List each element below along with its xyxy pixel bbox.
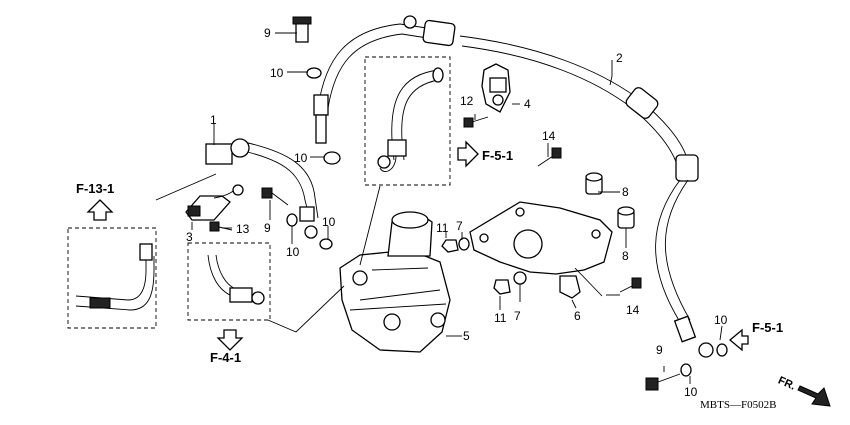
callout-11-upper: 11 <box>436 221 449 235</box>
callout-7-lower: 7 <box>514 309 521 323</box>
arrow-left-icon <box>728 328 749 352</box>
washer-10-lower-right <box>680 363 692 377</box>
callout-4: 4 <box>524 97 531 111</box>
callout-8-upper: 8 <box>622 185 629 199</box>
inset-lower <box>187 242 271 321</box>
arrow-right-icon <box>457 140 479 168</box>
callout-9-top: 9 <box>264 26 271 40</box>
callout-14-lower: 14 <box>626 303 640 317</box>
nut-11-lower <box>493 279 511 295</box>
front-arrow-icon <box>797 385 831 407</box>
callout-1: 1 <box>210 113 217 127</box>
rubber-mount-8-upper <box>585 172 603 195</box>
bolt-12 <box>463 116 489 128</box>
inset-left <box>67 227 157 329</box>
callout-10-left: 10 <box>286 245 300 259</box>
callout-2: 2 <box>616 51 623 65</box>
bolt-9-left <box>261 187 289 206</box>
callout-10-right: 10 <box>714 313 728 327</box>
ref-f-5-1-right: F-5-1 <box>752 320 783 335</box>
bracket-6 <box>469 201 613 299</box>
pipe-bracket-3 <box>185 184 244 221</box>
ref-f-4-1: F-4-1 <box>210 350 241 365</box>
callout-6: 6 <box>574 309 581 323</box>
brake-pipe-1 <box>205 138 319 239</box>
bolt-9-lower-right <box>645 373 681 391</box>
callout-9-lower-right: 9 <box>656 343 663 357</box>
diagram-code: MBTS—F0502B <box>700 399 776 411</box>
leader-lines <box>155 32 723 384</box>
brake-hose-main <box>317 15 714 358</box>
callout-10-upper-b: 10 <box>294 151 308 165</box>
callout-8-lower: 8 <box>622 249 629 263</box>
front-label: FR. <box>776 375 797 393</box>
modulator-5 <box>339 211 451 353</box>
bolt-14-lower <box>619 277 642 293</box>
callout-10-upper-a: 10 <box>270 66 284 80</box>
inset-upper <box>364 56 451 186</box>
reference-labels: F-13-1 F-5-1 F-5-1 F-4-1 <box>76 148 783 365</box>
callout-11-lower: 11 <box>494 311 507 325</box>
rubber-mount-8-lower <box>617 206 635 229</box>
ref-f-5-1-upper: F-5-1 <box>482 148 513 163</box>
brake-pipe-upper <box>292 16 341 165</box>
callout-12: 12 <box>460 94 474 108</box>
callout-9-left: 9 <box>264 221 271 235</box>
washer-10-right <box>716 343 728 357</box>
clamp-bracket-4 <box>481 63 511 113</box>
callout-labels: 1 2 3 4 5 6 7 7 8 8 9 9 9 10 10 10 10 10… <box>186 26 728 399</box>
callout-3: 3 <box>186 230 193 244</box>
collar-7-upper <box>458 237 470 251</box>
nut-11-upper <box>441 239 459 253</box>
callout-7-upper: 7 <box>456 219 463 233</box>
bolt-13 <box>209 221 233 232</box>
arrow-down-icon <box>216 329 244 351</box>
washer-10-center <box>319 238 333 250</box>
callout-10-center: 10 <box>322 215 336 229</box>
ref-f-13-1: F-13-1 <box>76 181 114 196</box>
callout-14-upper: 14 <box>542 129 556 143</box>
callout-5: 5 <box>463 329 470 343</box>
arrow-up-icon <box>86 199 114 221</box>
callout-13: 13 <box>236 222 250 236</box>
collar-7-lower <box>513 271 527 285</box>
bolt-14-upper <box>537 147 562 167</box>
callout-10-lower-right: 10 <box>684 385 698 399</box>
washer-10-left <box>286 213 298 227</box>
